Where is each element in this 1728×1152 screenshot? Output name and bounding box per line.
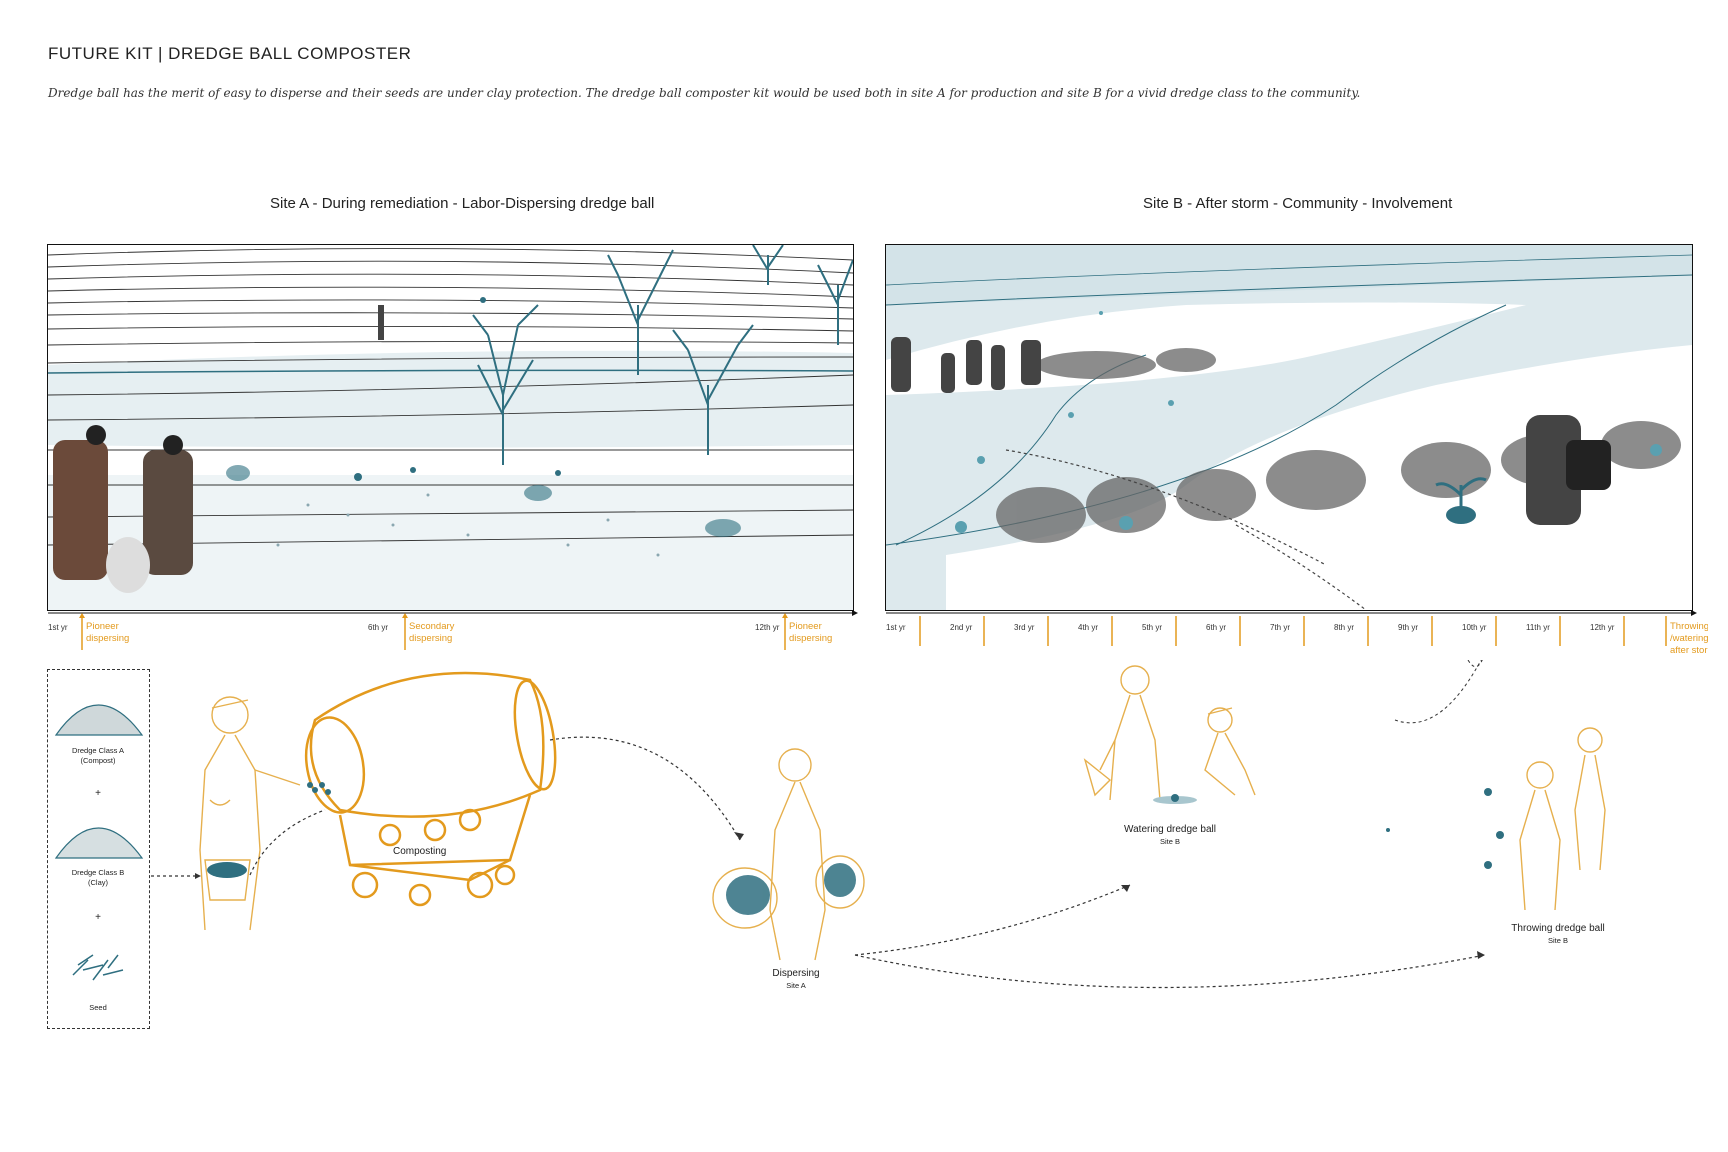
- material-a-line1: Dredge Class A: [72, 746, 124, 755]
- page-title: FUTURE KIT | DREDGE BALL COMPOSTER: [48, 44, 412, 63]
- composting-label: Composting: [393, 846, 446, 857]
- clay-pile-icon: [54, 827, 144, 859]
- dispersing-label: Dispersing: [772, 968, 819, 979]
- materials-box: Dredge Class A (Compost) + Dredge Class …: [47, 669, 150, 1029]
- bucket-icon: [204, 859, 251, 901]
- site-b-tick-8: 8th yr: [1334, 623, 1354, 632]
- community-figures: [891, 337, 1611, 525]
- site-a-event-1-line1: Pioneer: [86, 621, 119, 632]
- site-b-landscape: [886, 245, 1692, 610]
- page-description: Dredge ball has the merit of easy to dis…: [48, 86, 1361, 100]
- site-b-tick-10: 10th yr: [1462, 623, 1487, 632]
- site-a-tick-12: 12th yr: [755, 623, 780, 632]
- material-a-line2: (Compost): [80, 756, 116, 765]
- compost-pile-icon: [54, 704, 144, 736]
- site-b-event-arrows: [919, 616, 1667, 646]
- plus-1: +: [95, 788, 101, 799]
- site-b-tick-7: 7th yr: [1270, 623, 1290, 632]
- site-a-illustration: [47, 244, 854, 611]
- dredge-balls: [955, 311, 1662, 533]
- seed-icon: [72, 954, 124, 981]
- site-a-event-2-line1: Secondary: [409, 621, 455, 632]
- site-b-tick-6: 6th yr: [1206, 623, 1226, 632]
- materials-diagram: Dredge Class A (Compost) + Dredge Class …: [54, 704, 144, 1012]
- drum-dredge-balls: [307, 782, 331, 795]
- site-b-illustration: [885, 244, 1693, 611]
- person-dispersing-figure: [712, 748, 865, 961]
- site-b-tick-1: 1st yr: [886, 623, 906, 632]
- throwing-site: Site B: [1548, 936, 1568, 945]
- site-a-tick-1: 1st yr: [48, 623, 68, 632]
- site-b-end-line1: Throwing: [1670, 621, 1708, 632]
- site-a-tick-6: 6th yr: [368, 623, 388, 632]
- watering-figures: [1083, 665, 1256, 801]
- site-b-tick-5: 5th yr: [1142, 623, 1162, 632]
- site-a-event-3-line2: dispersing: [789, 633, 832, 644]
- site-a-event-1-line2: dispersing: [86, 633, 129, 644]
- throwing-figures: [1519, 727, 1606, 911]
- flow-arrows: [150, 736, 1486, 989]
- tree-icon: [472, 245, 853, 465]
- site-b-end-line3: after storm: [1670, 645, 1708, 656]
- material-b-line1: Dredge Class B: [72, 868, 125, 877]
- grass-clumps: [996, 348, 1681, 543]
- site-a-title: Site A - During remediation - Labor-Disp…: [270, 195, 655, 212]
- person-filling-figure: [199, 696, 301, 931]
- site-b-title: Site B - After storm - Community - Invol…: [1143, 195, 1453, 212]
- site-b-timeline: 1st yr 2nd yr 3rd yr 4th yr 5th yr 6th y…: [886, 610, 1708, 656]
- site-a-timeline: 1st yr 6th yr 12th yr Pioneer dispersing…: [48, 610, 858, 650]
- site-b-tick-2: 2nd yr: [950, 623, 973, 632]
- throwing-label: Throwing dredge ball: [1511, 923, 1604, 934]
- site-b-tick-11: 11th yr: [1526, 623, 1550, 632]
- site-b-tick-12: 12th yr: [1590, 623, 1615, 632]
- watering-site: Site B: [1160, 837, 1180, 846]
- dredge-balls: [354, 297, 561, 481]
- material-seed-label: Seed: [89, 1003, 107, 1012]
- site-b-tick-4: 4th yr: [1078, 623, 1098, 632]
- watering-label: Watering dredge ball: [1124, 824, 1216, 835]
- site-a-event-3-line1: Pioneer: [789, 621, 822, 632]
- site-b-tick-9: 9th yr: [1398, 623, 1418, 632]
- plus-2: +: [95, 912, 101, 923]
- process-diagram: Composting Dispersing Site A Watering dr…: [150, 660, 1606, 990]
- workers-figures: [53, 305, 384, 593]
- thrown-dredge-balls: [1386, 788, 1504, 869]
- site-b-tick-3: 3rd yr: [1014, 623, 1035, 632]
- site-a-landscape: [48, 245, 853, 610]
- site-b-end-line2: /watering: [1670, 633, 1708, 644]
- seedling-icon: [1435, 477, 1487, 524]
- dispersing-site: Site A: [786, 981, 806, 990]
- site-a-event-2-line2: dispersing: [409, 633, 452, 644]
- composter-drum-icon: [304, 671, 557, 907]
- material-b-line2: (Clay): [88, 878, 109, 887]
